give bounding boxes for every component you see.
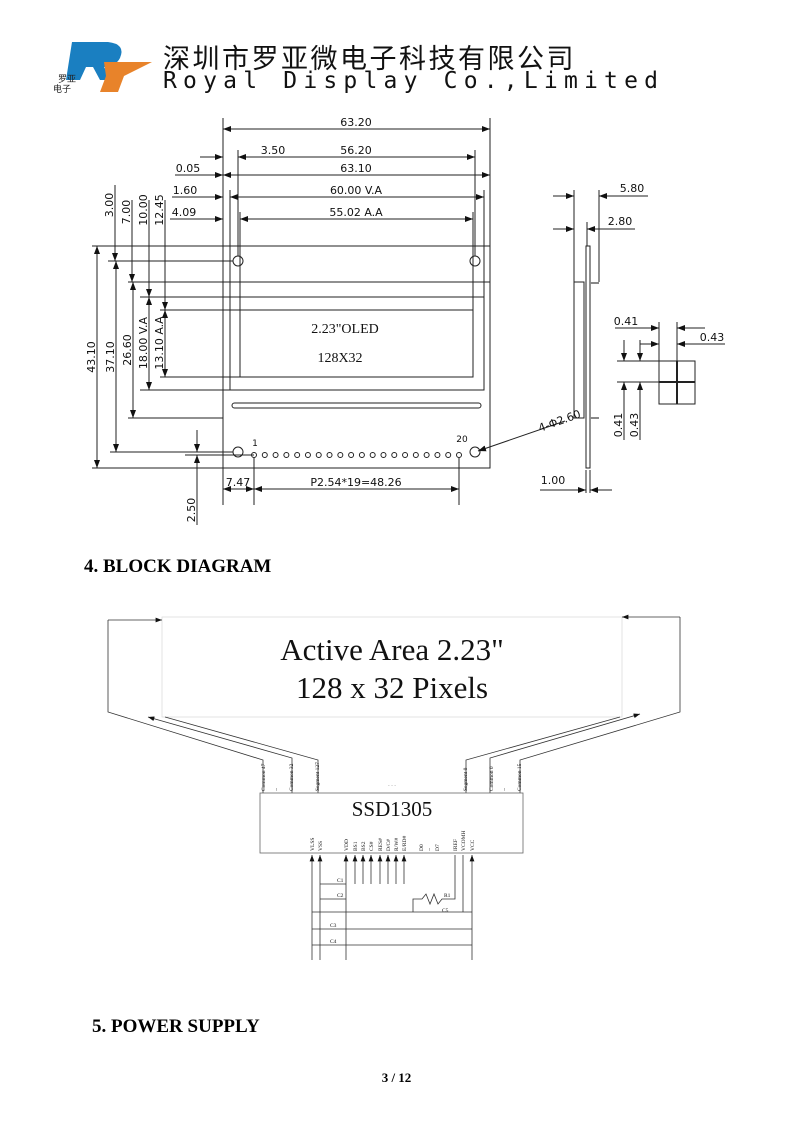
chip-pin-label: D0 xyxy=(419,844,425,851)
cap-c3: C3 xyxy=(330,923,337,929)
panel-label-size: 2.23"OLED xyxy=(311,322,379,337)
pin-hole xyxy=(402,452,409,458)
chip-pin-label: VCC xyxy=(470,839,476,851)
chip-pin-label: VDD xyxy=(344,839,350,851)
chip-pin-label: VSS xyxy=(318,841,324,851)
pin-hole xyxy=(304,452,311,458)
cap-c2: C2 xyxy=(337,893,344,899)
output-label: Segment 127 xyxy=(315,762,321,791)
pin-hole xyxy=(412,452,419,458)
dim-2-80: 2.80 xyxy=(608,215,633,228)
chip-pin-label: ~ xyxy=(427,848,433,851)
chip-pin-label: IREF xyxy=(453,839,459,851)
pixel-h1: 0.41 xyxy=(612,413,625,438)
pin-hole xyxy=(456,452,462,458)
pixel-w1: 0.41 xyxy=(614,315,639,328)
chip-pin-label: CS# xyxy=(369,841,375,851)
ellipsis: - - - xyxy=(388,783,396,789)
chip-pin-label: BS2 xyxy=(361,841,367,851)
pin-hole xyxy=(337,452,344,458)
pin-20-label: 20 xyxy=(456,435,468,445)
dim-1-60: 1.60 xyxy=(173,184,198,197)
pin-1-label: 1 xyxy=(252,439,258,449)
cap-c4: C4 xyxy=(330,939,337,945)
holes-label: 4-Φ2.60 xyxy=(537,408,583,435)
chip-pin-label: RES# xyxy=(378,838,384,851)
pin-hole xyxy=(348,452,355,458)
pixel-w2: 0.43 xyxy=(700,331,725,344)
pin-hole xyxy=(391,452,398,458)
output-label: Segment 0 xyxy=(463,767,469,791)
pin-hole xyxy=(445,452,452,458)
dim-1-00: 1.00 xyxy=(541,474,566,487)
dim-37-10: 37.10 xyxy=(104,341,117,373)
dim-pin-pitch: P2.54*19=48.26 xyxy=(310,476,401,489)
dim-10-00: 10.00 xyxy=(137,194,150,226)
chip-pin-label: VCOMH xyxy=(461,830,467,851)
company-name-cn: 深圳市罗亚微电子科技有限公司 xyxy=(163,44,576,75)
dim-5-80: 5.80 xyxy=(620,182,645,195)
output-label: Common 0 xyxy=(489,766,495,791)
pin-hole xyxy=(380,452,387,458)
dim-63-20: 63.20 xyxy=(340,116,372,129)
output-label: ~ xyxy=(502,788,508,791)
outline-drawing xyxy=(92,118,725,525)
dim-0-05: 0.05 xyxy=(176,162,201,175)
output-label: Common 15 xyxy=(517,763,523,791)
svg-text:罗亚: 罗亚 xyxy=(58,74,76,85)
resistor-r1: R1 xyxy=(444,893,451,899)
dim-12-45: 12.45 xyxy=(153,194,166,226)
dim-56-20: 56.20 xyxy=(340,144,372,157)
pin-hole xyxy=(326,452,333,458)
dimension-labels: 63.20 3.50 56.20 0.05 63.10 1.60 60.00 V… xyxy=(85,116,724,522)
section-heading-block-diagram: 4. BLOCK DIAGRAM xyxy=(84,556,272,577)
pin-hole xyxy=(358,452,365,458)
block-diagram-texts: Active Area 2.23" 128 x 32 Pixels SSD130… xyxy=(261,632,523,945)
page-number: 3 / 12 xyxy=(381,1070,412,1085)
panel-label-res: 128X32 xyxy=(317,351,362,366)
chip-pin-label: VLSS xyxy=(310,838,316,851)
pin-hole xyxy=(272,452,279,458)
svg-text:电子: 电子 xyxy=(53,83,71,95)
active-area-pixels: 128 x 32 Pixels xyxy=(296,670,488,705)
active-area-title: Active Area 2.23" xyxy=(280,632,504,667)
dim-3-00: 3.00 xyxy=(103,193,116,218)
pin-hole xyxy=(294,452,301,458)
dim-4-09: 4.09 xyxy=(172,206,197,219)
output-label: Common 47 xyxy=(261,763,267,791)
dim-13-aa: 13.10 A.A xyxy=(153,316,166,370)
dim-55-aa: 55.02 A.A xyxy=(329,206,383,219)
dim-7-47: 7.47 xyxy=(226,476,251,489)
pin-hole xyxy=(369,452,376,458)
cap-c1: C1 xyxy=(337,878,344,884)
company-logo: 罗亚 电子 xyxy=(53,42,152,95)
block-diagram xyxy=(107,614,681,960)
chip-name: SSD1305 xyxy=(352,797,433,821)
output-label: ~ xyxy=(274,788,280,791)
dim-43-10: 43.10 xyxy=(85,341,98,373)
dim-3-50: 3.50 xyxy=(261,144,286,157)
company-name-en: Royal Display Co.,Limited xyxy=(163,68,665,94)
pin-hole xyxy=(261,452,268,458)
chip-pin-label: R/W# xyxy=(394,838,400,851)
output-label: Common 32 xyxy=(289,763,295,791)
pin-hole xyxy=(423,452,430,458)
chip-pin-label: D/C# xyxy=(386,839,392,851)
chip-pin-label: E/RD# xyxy=(402,835,408,851)
pin-hole xyxy=(283,452,290,458)
dim-60-va: 60.00 V.A xyxy=(330,184,383,197)
cap-c5: C5 xyxy=(442,908,449,914)
dim-26-60: 26.60 xyxy=(121,334,134,366)
pixel-h2: 0.43 xyxy=(628,413,641,438)
pin-hole xyxy=(315,452,322,458)
dim-2-50: 2.50 xyxy=(185,498,198,523)
chip-pin-label: BS1 xyxy=(353,841,359,851)
pin-hole xyxy=(434,452,441,458)
chip-pin-label: D7 xyxy=(435,844,441,851)
dim-7-00: 7.00 xyxy=(120,200,133,225)
dim-63-10: 63.10 xyxy=(340,162,372,175)
section-heading-power-supply: 5. POWER SUPPLY xyxy=(92,1016,260,1037)
dim-18-va: 18.00 V.A xyxy=(137,316,150,369)
